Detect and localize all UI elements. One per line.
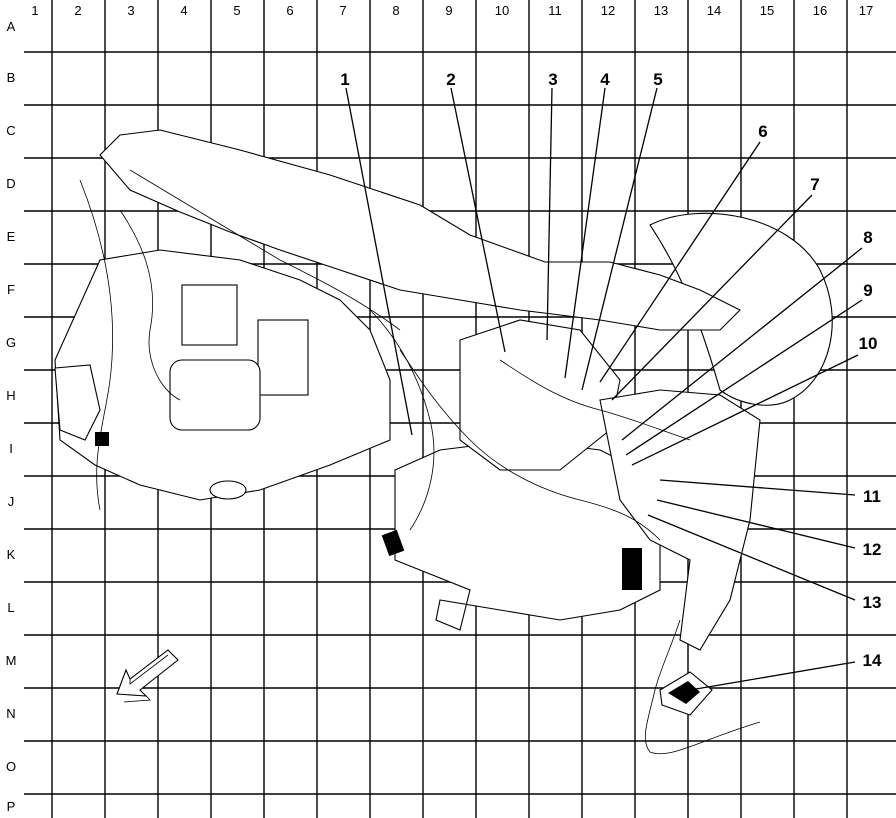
- leader-11: [659, 479, 856, 496]
- column-label: 12: [601, 3, 615, 18]
- center-connector: [622, 548, 642, 590]
- center-harness: [499, 359, 691, 441]
- column-label: 14: [707, 3, 721, 18]
- row-label: H: [6, 388, 15, 403]
- callout-2: 2: [446, 70, 455, 89]
- row-labels: A B C D E F G H I J K L M N O P: [6, 19, 17, 814]
- leader-6: [599, 141, 761, 383]
- column-label: 15: [760, 3, 774, 18]
- dash-top-cover: [99, 129, 741, 331]
- column-label: 6: [286, 3, 293, 18]
- column-label: 4: [180, 3, 187, 18]
- callout-5: 5: [653, 70, 662, 89]
- row-label: G: [6, 335, 16, 350]
- callout-9: 9: [863, 281, 872, 300]
- center-harness: [399, 349, 661, 541]
- callout-labels: 1 2 3 4 5 6 7 8 9 10 11 12 13 14: [340, 70, 882, 670]
- arrow-icon-shape: [116, 649, 179, 697]
- column-label: 3: [127, 3, 134, 18]
- callout-8: 8: [863, 228, 872, 247]
- fuse-block: [181, 284, 238, 346]
- row-label: J: [8, 494, 15, 509]
- relay-block: [257, 319, 309, 396]
- column-label: 8: [392, 3, 399, 18]
- center-stack: [459, 319, 621, 471]
- leader-4: [564, 87, 606, 379]
- leader-13: [647, 514, 856, 601]
- callout-14: 14: [863, 651, 882, 670]
- row-label: M: [6, 653, 17, 668]
- callout-11: 11: [863, 487, 881, 506]
- column-label: 7: [339, 3, 346, 18]
- left-mount-connector: [95, 432, 109, 446]
- row-label: P: [7, 799, 16, 814]
- callout-12: 12: [863, 540, 882, 559]
- left-harness: [129, 169, 401, 331]
- row-label: O: [6, 759, 16, 774]
- leader-10: [631, 354, 859, 466]
- lower-right-harness: [644, 619, 761, 755]
- callout-13: 13: [863, 593, 882, 612]
- left-harness: [79, 179, 114, 511]
- row-label: E: [7, 229, 16, 244]
- row-label: K: [7, 547, 16, 562]
- instrument-panel-drawing: [54, 129, 833, 755]
- leader-3: [546, 87, 553, 341]
- row-label: D: [6, 176, 15, 191]
- row-label: A: [7, 19, 16, 34]
- blower-housing: [169, 359, 261, 431]
- leader-7: [611, 194, 813, 401]
- callout-1: 1: [340, 70, 349, 89]
- arrow-icon: [116, 649, 179, 703]
- callout-7: 7: [810, 175, 819, 194]
- leader-5: [581, 87, 658, 391]
- callout-leaders: [345, 87, 863, 691]
- callout-6: 6: [758, 122, 767, 141]
- row-label: B: [7, 70, 16, 85]
- column-labels: 1 2 3 4 5 6 7 8 9 10 11 12 13 14 15 16 1…: [31, 3, 873, 18]
- connector-14-detail: [668, 681, 700, 704]
- column-label: 16: [813, 3, 827, 18]
- left-connector-cluster: [54, 364, 101, 441]
- column-label: 5: [233, 3, 240, 18]
- callout-3: 3: [548, 70, 557, 89]
- row-label: L: [7, 600, 14, 615]
- right-column-bracket: [599, 389, 761, 651]
- leader-1: [345, 87, 413, 436]
- duct-opening: [209, 480, 247, 500]
- callout-4: 4: [600, 70, 610, 89]
- column-label: 2: [74, 3, 81, 18]
- row-label: F: [7, 282, 15, 297]
- column-label: 11: [548, 3, 562, 18]
- column-label: 9: [445, 3, 452, 18]
- lower-connector: [381, 529, 405, 557]
- column-label: 10: [495, 3, 509, 18]
- row-label: I: [9, 441, 13, 456]
- leader-9: [625, 299, 863, 456]
- row-label: N: [6, 706, 15, 721]
- leader-12: [656, 499, 856, 549]
- callout-10: 10: [859, 334, 878, 353]
- left-harness: [119, 209, 181, 401]
- leader-2: [450, 87, 506, 353]
- column-label: 17: [859, 3, 873, 18]
- row-label: C: [6, 123, 15, 138]
- column-label: 1: [31, 3, 38, 18]
- arrow-icon-shadow: [123, 654, 169, 703]
- column-label: 13: [654, 3, 668, 18]
- leader-8: [621, 247, 863, 441]
- leader-14: [689, 661, 856, 691]
